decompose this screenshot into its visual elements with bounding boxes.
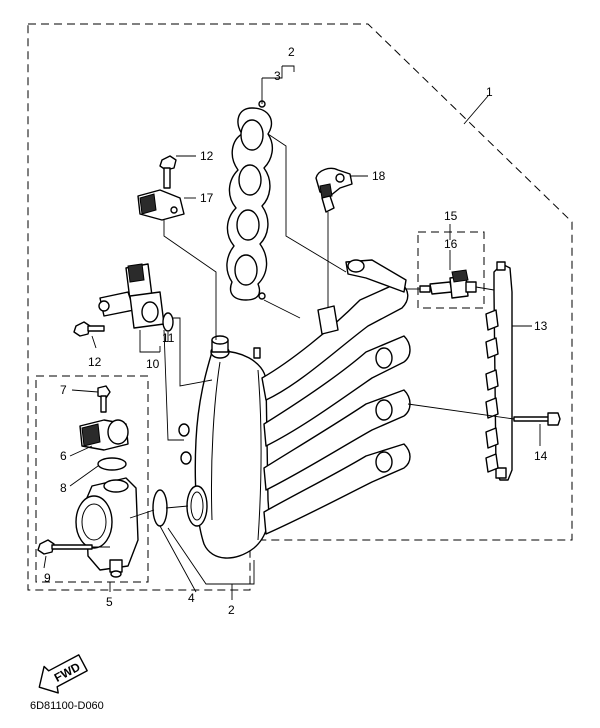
fuel-rail-bolt — [513, 412, 561, 426]
callout-3: 3 — [274, 69, 281, 83]
callout-12-top: 12 — [200, 149, 214, 163]
fuel-injector — [419, 269, 477, 299]
intake-air-temp-sensor — [137, 189, 185, 221]
throttle-body — [75, 477, 139, 578]
callout-15: 15 — [444, 209, 458, 223]
callout-10: 10 — [146, 357, 160, 371]
callout-12-mid: 12 — [88, 355, 102, 369]
diagram-reference-code: 6D81100-D060 — [30, 700, 104, 712]
sensor-bolt — [159, 155, 177, 189]
idle-speed-control-valve — [98, 263, 165, 329]
isc-o-ring — [162, 312, 174, 332]
pressure-sensor — [315, 167, 353, 213]
callout-numbers: 1 2 3 18 12 17 15 16 13 11 10 12 7 14 6 … — [44, 45, 548, 617]
callout-8: 8 — [60, 481, 67, 495]
callout-11: 11 — [162, 331, 175, 345]
callout-5: 5 — [106, 595, 113, 609]
throttle-body-subassembly-boundary — [35, 375, 149, 583]
callout-2-top: 2 — [288, 45, 295, 59]
callout-2-bottom: 2 — [228, 603, 235, 617]
fwd-arrow-icon: FWD — [38, 654, 88, 694]
throttle-body-gasket — [152, 489, 168, 527]
isc-bolt — [73, 321, 105, 337]
intake-manifold — [178, 259, 411, 559]
callout-6: 6 — [60, 449, 67, 463]
injector-subassembly-boundary — [417, 231, 485, 309]
tps-screw — [97, 385, 111, 413]
fuel-rail — [485, 261, 513, 481]
callout-14: 14 — [534, 449, 548, 463]
callout-13: 13 — [534, 319, 548, 333]
throttle-body-bolt — [37, 539, 93, 555]
callout-17: 17 — [200, 191, 214, 205]
callout-7: 7 — [60, 383, 67, 397]
callout-18: 18 — [372, 169, 386, 183]
callout-9: 9 — [44, 571, 51, 585]
tps-o-ring — [97, 457, 127, 471]
callout-16: 16 — [444, 237, 458, 251]
leader-lines — [43, 65, 541, 600]
assembly-boundary — [27, 23, 573, 591]
manifold-gasket — [226, 100, 274, 301]
callout-4: 4 — [188, 591, 195, 605]
callout-1: 1 — [486, 85, 493, 99]
throttle-position-sensor — [79, 419, 129, 451]
